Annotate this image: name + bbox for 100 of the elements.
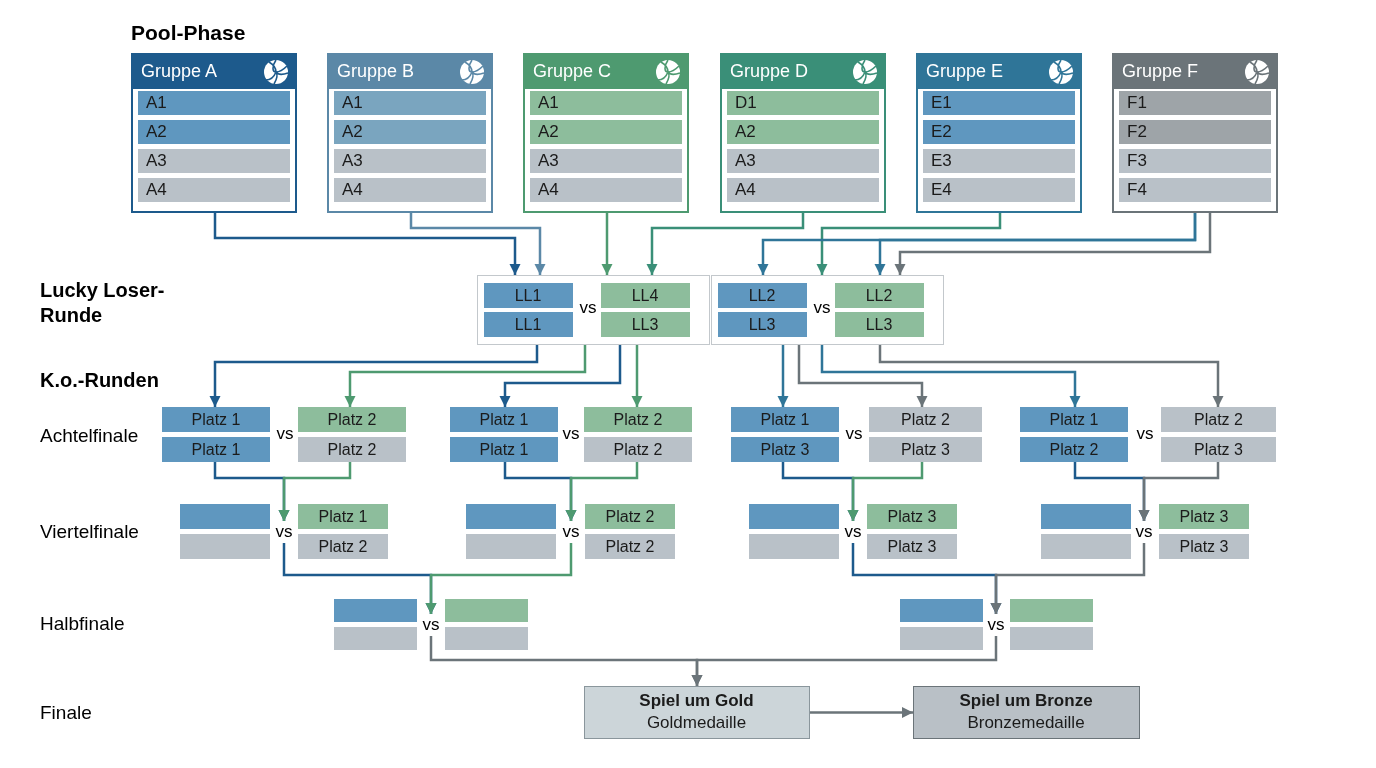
empty-slot [900, 599, 983, 622]
team-slot: Platz 3 [867, 534, 957, 559]
group-card [131, 53, 297, 213]
versus-text: vs [841, 521, 865, 543]
connector-arrow [209, 345, 539, 407]
connector-arrow [646, 213, 805, 275]
versus-text: vs [578, 298, 598, 318]
connector-arrow [425, 543, 573, 614]
empty-slot [749, 504, 839, 529]
team-slot: Platz 2 [584, 407, 692, 432]
empty-slot [1010, 627, 1093, 650]
team-slot: A1 [530, 91, 682, 115]
connector-arrow [601, 213, 613, 275]
team-slot: A4 [138, 178, 290, 202]
connector-arrow [810, 706, 913, 719]
final-match-box [913, 686, 1140, 739]
empty-slot [1010, 599, 1093, 622]
empty-slot [1041, 534, 1131, 559]
team-slot: Platz 2 [1020, 437, 1128, 462]
stage-label: Halbfinale [40, 612, 125, 636]
empty-slot [334, 599, 417, 622]
team-slot: A3 [334, 149, 486, 173]
group-title: Gruppe F [1122, 61, 1199, 82]
team-slot: Platz 2 [869, 407, 982, 432]
connector-arrow [409, 213, 546, 275]
team-slot: Platz 1 [1020, 407, 1128, 432]
connector-arrow [278, 462, 352, 521]
empty-slot [749, 534, 839, 559]
team-slot: Platz 3 [869, 437, 982, 462]
team-slot: Platz 3 [731, 437, 839, 462]
empty-slot [445, 599, 528, 622]
versus-text: vs [559, 521, 583, 543]
stage-label: Finale [40, 701, 92, 725]
team-slot: Platz 2 [585, 504, 675, 529]
empty-slot [334, 627, 417, 650]
connector-arrow [344, 345, 587, 407]
team-slot: A2 [334, 120, 486, 144]
empty-slot [1041, 504, 1131, 529]
team-slot: F2 [1119, 120, 1271, 144]
team-slot: F4 [1119, 178, 1271, 202]
group-title: Gruppe D [730, 61, 809, 82]
group-card [327, 53, 493, 213]
team-slot: LL1 [483, 311, 573, 337]
group-title: Gruppe C [533, 61, 612, 82]
empty-slot [466, 504, 556, 529]
group-title: Gruppe A [141, 61, 218, 82]
empty-slot [900, 627, 983, 650]
group-card [1112, 53, 1278, 213]
stage-label: Achtelfinale [40, 424, 139, 448]
team-slot: LL3 [600, 311, 690, 337]
team-slot: Platz 2 [585, 534, 675, 559]
team-slot: LL4 [600, 282, 690, 308]
team-slot: Platz 1 [298, 504, 388, 529]
connector-arrow [816, 213, 1002, 275]
connector-arrow [820, 345, 1081, 407]
team-slot: A1 [138, 91, 290, 115]
connector-arrow [691, 636, 998, 686]
team-slot: E2 [923, 120, 1075, 144]
team-slot: LL2 [717, 282, 807, 308]
team-slot: Platz 3 [1159, 534, 1249, 559]
medal-text: Goldmedaille [645, 713, 748, 733]
connector-arrow [499, 345, 622, 407]
group-card [916, 53, 1082, 213]
team-slot: Platz 2 [298, 437, 406, 462]
team-slot: Platz 1 [162, 437, 270, 462]
versus-text: vs [812, 298, 832, 318]
group-card [720, 53, 886, 213]
connector-arrow [777, 345, 789, 407]
medal-text: Bronzemedaille [966, 713, 1086, 733]
team-slot: E3 [923, 149, 1075, 173]
team-slot: F1 [1119, 91, 1271, 115]
team-slot: A4 [727, 178, 879, 202]
versus-text: vs [1132, 521, 1156, 543]
team-slot: A4 [530, 178, 682, 202]
team-slot: A3 [530, 149, 682, 173]
empty-slot [445, 627, 528, 650]
team-slot: Platz 1 [450, 437, 558, 462]
team-slot: LL1 [483, 282, 573, 308]
team-slot: LL3 [834, 311, 924, 337]
group-card [523, 53, 689, 213]
match-title: Spiel um Gold [638, 691, 755, 711]
section-heading: K.o.-Runden [40, 368, 159, 393]
connector-arrow [1138, 462, 1220, 521]
team-slot: Platz 3 [1161, 437, 1276, 462]
final-match-box [584, 686, 810, 739]
team-slot: A4 [334, 178, 486, 202]
team-slot: Platz 2 [298, 407, 406, 432]
team-slot: Platz 2 [298, 534, 388, 559]
versus-text: vs [275, 423, 295, 445]
team-slot: Platz 1 [731, 407, 839, 432]
team-slot: A2 [530, 120, 682, 144]
versus-text: vs [561, 423, 581, 445]
group-title: Gruppe B [337, 61, 415, 82]
team-slot: Platz 1 [162, 407, 270, 432]
match-box [711, 275, 944, 345]
team-slot: A2 [138, 120, 290, 144]
team-slot: Platz 1 [450, 407, 558, 432]
team-slot: Platz 3 [867, 504, 957, 529]
versus-text: vs [419, 614, 443, 636]
match-box [477, 275, 710, 345]
